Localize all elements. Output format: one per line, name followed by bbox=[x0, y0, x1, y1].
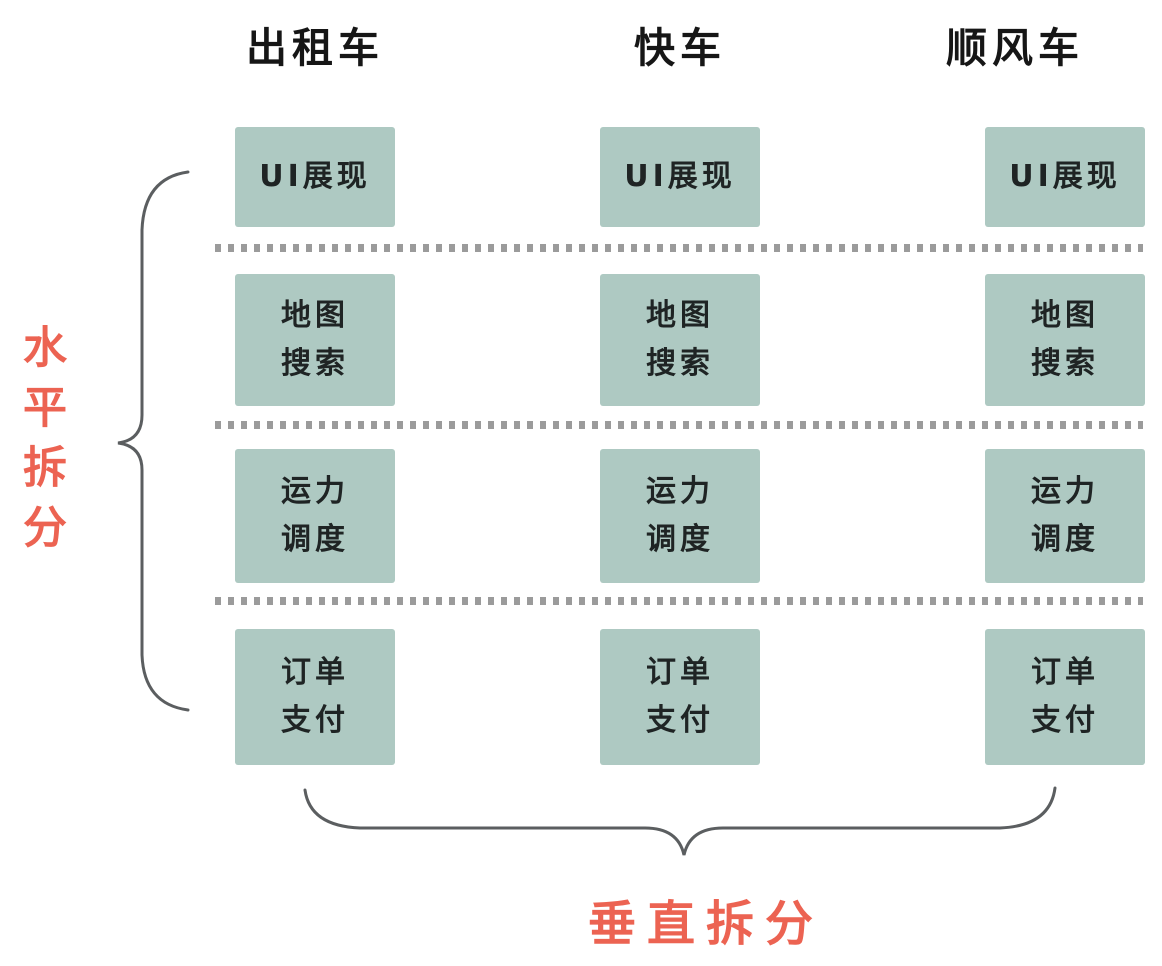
cell-taxi-ui-display: UI展现 bbox=[231, 123, 399, 231]
horizontal-split-label: 水平拆分 bbox=[15, 324, 66, 564]
cell-express-capacity-dispatch: 运力 调度 bbox=[596, 445, 764, 587]
cell-hitch-order-payment: 订单 支付 bbox=[981, 625, 1149, 769]
cell-express-map-search: 地图 搜索 bbox=[596, 270, 764, 410]
vertical-split-brace bbox=[303, 786, 1057, 856]
cell-label: 调度 bbox=[646, 522, 714, 557]
column-header-express: 快车 bbox=[634, 24, 726, 72]
cell-label: 订单 bbox=[1031, 655, 1099, 690]
layer-divider-2 bbox=[215, 421, 1143, 429]
layer-divider-1 bbox=[215, 244, 1143, 252]
cell-label: 运力 bbox=[1031, 474, 1099, 509]
cell-label: 调度 bbox=[1031, 522, 1099, 557]
cell-taxi-map-search: 地图 搜索 bbox=[231, 270, 399, 410]
cell-label: 搜索 bbox=[1031, 346, 1099, 381]
cell-label: 运力 bbox=[646, 474, 714, 509]
vertical-split-label: 垂直拆分 bbox=[588, 896, 825, 952]
cell-label: 支付 bbox=[1031, 703, 1099, 738]
cell-hitch-ui-display: UI展现 bbox=[981, 123, 1149, 231]
cell-hitch-map-search: 地图 搜索 bbox=[981, 270, 1149, 410]
cell-label: UI展现 bbox=[259, 159, 371, 194]
horizontal-split-brace bbox=[117, 170, 190, 712]
cell-label: 调度 bbox=[281, 522, 349, 557]
cell-label: 地图 bbox=[646, 298, 714, 333]
cell-label: UI展现 bbox=[1009, 159, 1121, 194]
cell-label: 订单 bbox=[646, 655, 714, 690]
cell-taxi-order-payment: 订单 支付 bbox=[231, 625, 399, 769]
layer-divider-3 bbox=[215, 597, 1143, 605]
cell-express-ui-display: UI展现 bbox=[596, 123, 764, 231]
cell-label: 搜索 bbox=[281, 346, 349, 381]
cell-label: UI展现 bbox=[624, 159, 736, 194]
column-header-hitch: 顺风车 bbox=[946, 24, 1084, 72]
cell-label: 支付 bbox=[646, 703, 714, 738]
cell-label: 运力 bbox=[281, 474, 349, 509]
cell-label: 搜索 bbox=[646, 346, 714, 381]
column-header-taxi: 出租车 bbox=[246, 24, 384, 72]
cell-label: 订单 bbox=[281, 655, 349, 690]
cell-label: 支付 bbox=[281, 703, 349, 738]
cell-label: 地图 bbox=[281, 298, 349, 333]
cell-label: 地图 bbox=[1031, 298, 1099, 333]
cell-hitch-capacity-dispatch: 运力 调度 bbox=[981, 445, 1149, 587]
cell-express-order-payment: 订单 支付 bbox=[596, 625, 764, 769]
cell-taxi-capacity-dispatch: 运力 调度 bbox=[231, 445, 399, 587]
